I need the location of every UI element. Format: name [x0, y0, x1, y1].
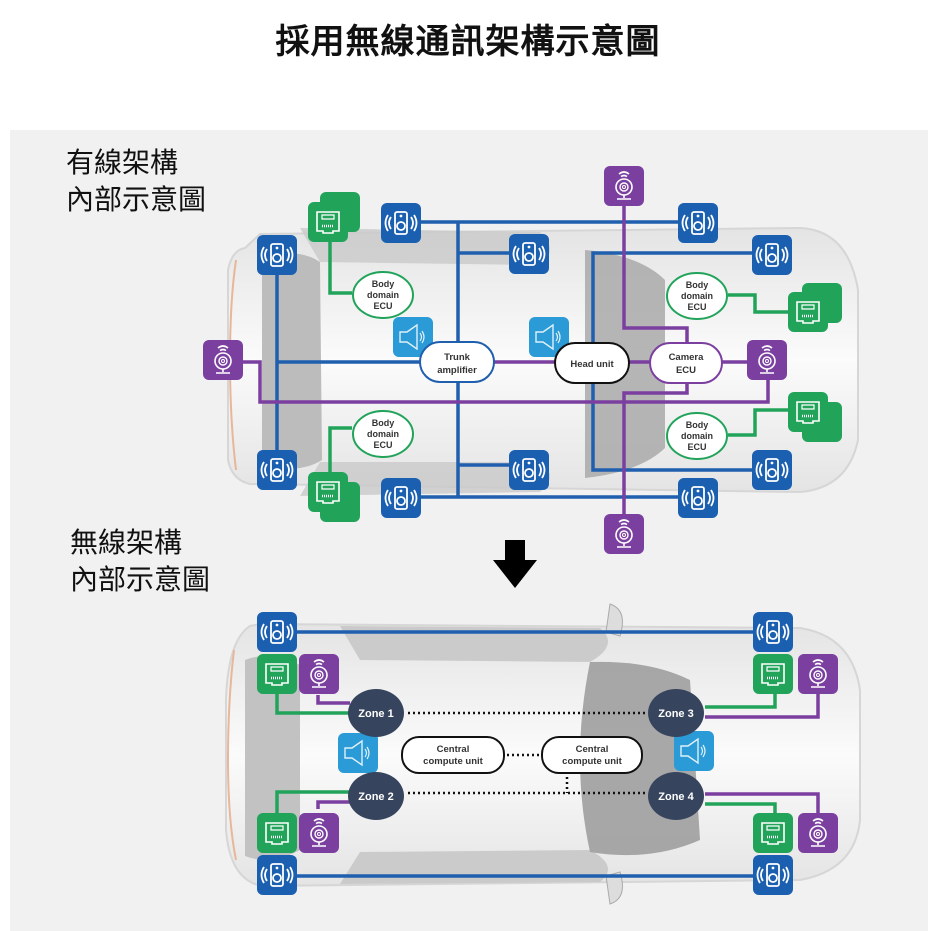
- speaker-icon: [753, 855, 793, 895]
- zone-node: Zone 2: [348, 772, 404, 820]
- central-compute-unit-node: Central compute unit: [541, 736, 643, 774]
- speaker-icon: [678, 478, 718, 518]
- camera-ecu-node: Camera ECU: [649, 342, 723, 384]
- down-arrow-icon: [493, 540, 537, 588]
- node-label: Body: [686, 280, 709, 290]
- body-domain-ecu-node: Body domain ECU: [352, 271, 414, 319]
- wired-speaker-bus: [275, 220, 760, 499]
- camera-icon: [202, 340, 244, 380]
- camera-icon: [298, 654, 340, 694]
- wired-ethernet-links: [328, 230, 790, 485]
- trunk-amplifier-node: Trunk amplifier: [419, 341, 495, 383]
- zone-node: Zone 4: [648, 772, 704, 820]
- zone-node: Zone 1: [348, 689, 404, 737]
- zone-label: Zone 3: [658, 708, 693, 720]
- node-label: ECU: [676, 365, 696, 376]
- node-label: domain: [367, 429, 399, 439]
- camera-icon: [797, 813, 839, 853]
- wired-label-line1: 有線架構: [66, 146, 179, 179]
- speaker-icon: [752, 235, 792, 275]
- ethernet-port-icon: [308, 202, 348, 242]
- wireless-architecture-label: 無線架構 內部示意圖: [70, 524, 210, 598]
- wireless-label-line2: 內部示意圖: [70, 563, 211, 596]
- ethernet-port-icon: [257, 813, 297, 853]
- node-label: Head unit: [570, 359, 614, 370]
- zone-label: Zone 2: [358, 791, 393, 803]
- node-label: Body: [372, 279, 395, 289]
- wireless-zone-links: [275, 690, 820, 816]
- zone-label: Zone 1: [358, 708, 393, 720]
- node-label: compute unit: [562, 756, 622, 767]
- speaker-icon: [509, 450, 549, 490]
- tweeter-icon: [337, 733, 379, 773]
- body-domain-ecu-node: Body domain ECU: [352, 410, 414, 458]
- speaker-icon: [678, 203, 718, 243]
- node-label: domain: [681, 291, 713, 301]
- node-label: domain: [681, 431, 713, 441]
- node-label: Central: [576, 744, 609, 755]
- speaker-icon: [509, 234, 549, 274]
- head-unit-node: Head unit: [554, 342, 630, 384]
- node-label: compute unit: [423, 756, 483, 767]
- node-label: ECU: [687, 442, 706, 452]
- camera-icon: [603, 514, 645, 554]
- node-label: Central: [437, 744, 470, 755]
- ethernet-port-icon: [788, 392, 828, 432]
- speaker-icon: [257, 450, 297, 490]
- ethernet-port-icon: [308, 472, 348, 512]
- body-domain-ecu-node: Body domain ECU: [666, 272, 728, 320]
- node-label: ECU: [373, 301, 392, 311]
- ethernet-port-icon: [788, 292, 828, 332]
- ethernet-port-icon: [753, 654, 793, 694]
- page-title: 採用無線通訊架構示意圖: [275, 22, 661, 62]
- speaker-icon: [257, 855, 297, 895]
- speaker-icon: [257, 612, 297, 652]
- zone-node: Zone 3: [648, 689, 704, 737]
- node-label: amplifier: [437, 365, 477, 376]
- node-label: ECU: [687, 302, 706, 312]
- speaker-icon: [381, 478, 421, 518]
- node-label: domain: [367, 290, 399, 300]
- speaker-icon: [752, 450, 792, 490]
- body-domain-ecu-node: Body domain ECU: [666, 412, 728, 460]
- wireless-speaker-links: [295, 630, 755, 878]
- camera-icon: [746, 340, 788, 380]
- zone-label: Zone 4: [658, 791, 694, 803]
- tweeter-icon: [673, 731, 715, 771]
- node-label: Body: [372, 418, 395, 428]
- node-label: ECU: [373, 440, 392, 450]
- speaker-icon: [381, 203, 421, 243]
- wireless-dotted-links: [408, 711, 648, 795]
- camera-icon: [797, 654, 839, 694]
- speaker-icon: [753, 612, 793, 652]
- node-label: Camera: [669, 352, 705, 363]
- central-compute-unit-node: Central compute unit: [401, 736, 505, 774]
- camera-icon: [298, 813, 340, 853]
- ethernet-port-icon: [753, 813, 793, 853]
- camera-icon: [603, 166, 645, 206]
- node-label: Body: [686, 420, 709, 430]
- node-label: Trunk: [444, 352, 471, 363]
- ethernet-port-icon: [257, 654, 297, 694]
- wired-label-line2: 內部示意圖: [66, 183, 207, 216]
- wired-architecture-label: 有線架構 內部示意圖: [66, 144, 206, 218]
- wireless-label-line1: 無線架構: [70, 526, 183, 559]
- speaker-icon: [257, 235, 297, 275]
